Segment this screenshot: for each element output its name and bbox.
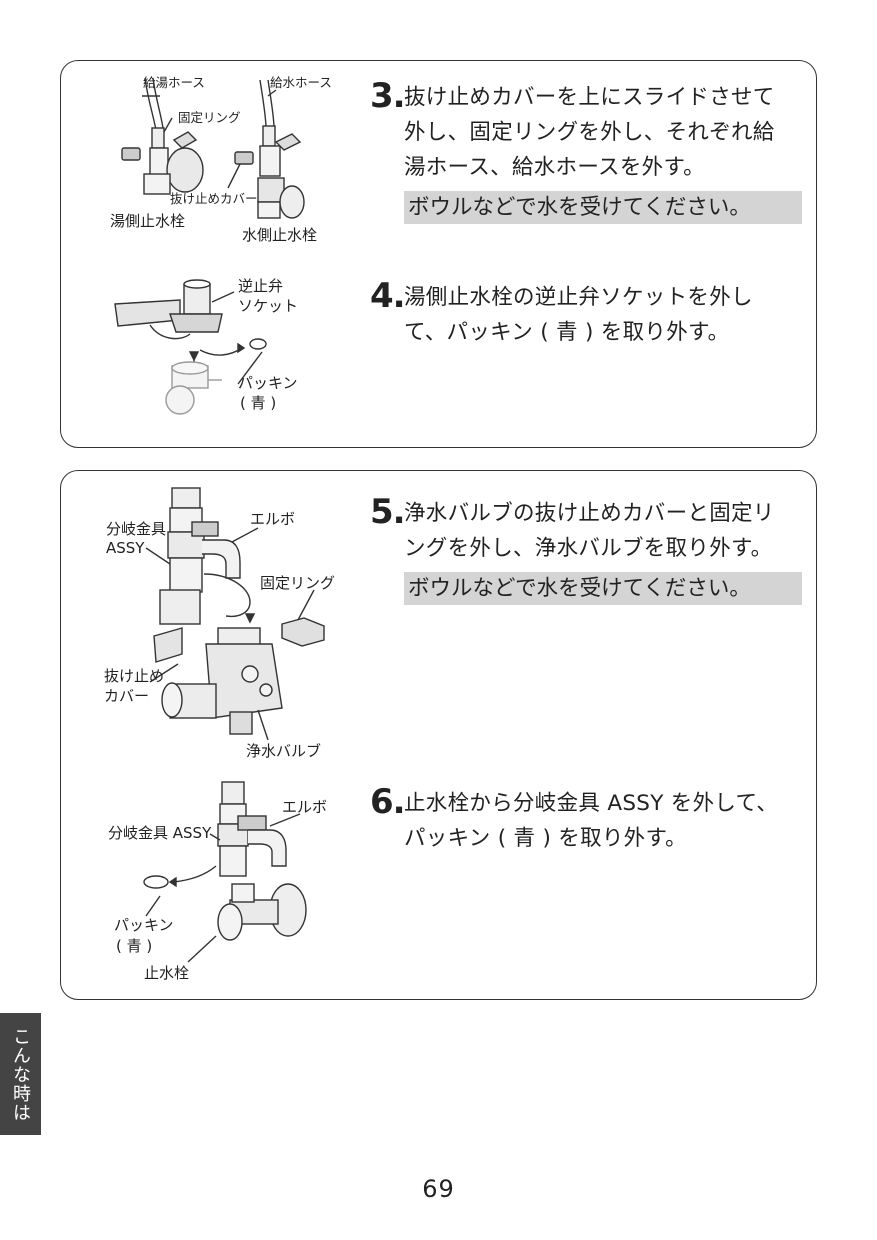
instruction-panel-bottom	[60, 470, 817, 1000]
label-purification-valve: 浄水バルブ	[246, 742, 321, 760]
label-packing: パッキン	[238, 374, 298, 392]
step-text: 浄水バルブの抜け止めカバーと固定リ ングを外し、浄水バルブを取り外す。	[404, 501, 775, 561]
step-note: ボウルなどで水を受けてください。	[404, 572, 802, 605]
label-elbow: エルボ	[282, 798, 327, 816]
step-text: 湯側止水栓の逆止弁ソケットを外し て、パッキン ( 青 ) を取り外す。	[404, 285, 753, 345]
step-number: 5.	[370, 492, 406, 532]
label-fixing-ring: 固定リング	[260, 574, 335, 592]
label-stop-valve: 止水栓	[144, 964, 189, 982]
step-6: 6. 止水栓から分岐金具 ASSY を外して、 パッキン ( 青 ) を取り外す…	[370, 784, 810, 856]
step-3: 3. 抜け止めカバーを上にスライドさせて 外し、固定リングを外し、それぞれ給 湯…	[370, 78, 810, 224]
step-4: 4. 湯側止水栓の逆止弁ソケットを外し て、パッキン ( 青 ) を取り外す。	[370, 278, 810, 350]
figure-step-5: 分岐金具 ASSY エルボ 固定リング 抜け止め カバー 浄水バルブ	[100, 478, 360, 770]
label-cover: 抜け止め	[104, 667, 164, 685]
label-branch: 分岐金具	[106, 520, 166, 538]
label-packing: パッキン	[114, 916, 174, 934]
label-branch: 分岐金具 ASSY	[108, 824, 212, 842]
figure-step-4: 逆止弁 ソケット パッキン ( 青 )	[110, 270, 330, 420]
section-tab: こんな時は	[0, 1013, 41, 1135]
label-packing-color: ( 青 )	[240, 394, 276, 412]
label-fixing-ring: 固定リング	[178, 110, 241, 125]
step-5: 5. 浄水バルブの抜け止めカバーと固定リ ングを外し、浄水バルブを取り外す。 ボ…	[370, 494, 810, 605]
step-number: 6.	[370, 782, 406, 822]
label-cover: 抜け止めカバー	[170, 191, 258, 206]
figure-step-3: 給湯ホース 給水ホース 固定リング 抜け止めカバー 湯側止水栓 水側止水栓	[100, 70, 350, 250]
label-cold-valve: 水側止水栓	[242, 226, 317, 244]
label-hot-hose: 給湯ホース	[143, 75, 205, 90]
page-number: 69	[422, 1175, 455, 1203]
label-branch-assy: ASSY	[106, 539, 145, 557]
step-text: 抜け止めカバーを上にスライドさせて 外し、固定リングを外し、それぞれ給 湯ホース…	[404, 85, 775, 180]
step-number: 4.	[370, 276, 406, 316]
step-number: 3.	[370, 76, 406, 116]
label-cover-2: カバー	[104, 687, 149, 705]
step-text: 止水栓から分岐金具 ASSY を外して、 パッキン ( 青 ) を取り外す。	[404, 791, 779, 851]
figure-step-6: エルボ 分岐金具 ASSY パッキン ( 青 ) 止水栓	[100, 776, 350, 986]
label-elbow: エルボ	[250, 510, 295, 528]
step-note: ボウルなどで水を受けてください。	[404, 191, 802, 224]
label-hot-valve: 湯側止水栓	[110, 212, 185, 230]
label-packing-color: ( 青 )	[116, 937, 152, 955]
label-cold-hose: 給水ホース	[270, 75, 332, 90]
instruction-panel-top	[60, 60, 817, 448]
label-socket: ソケット	[238, 297, 298, 315]
label-check-valve: 逆止弁	[238, 277, 283, 295]
